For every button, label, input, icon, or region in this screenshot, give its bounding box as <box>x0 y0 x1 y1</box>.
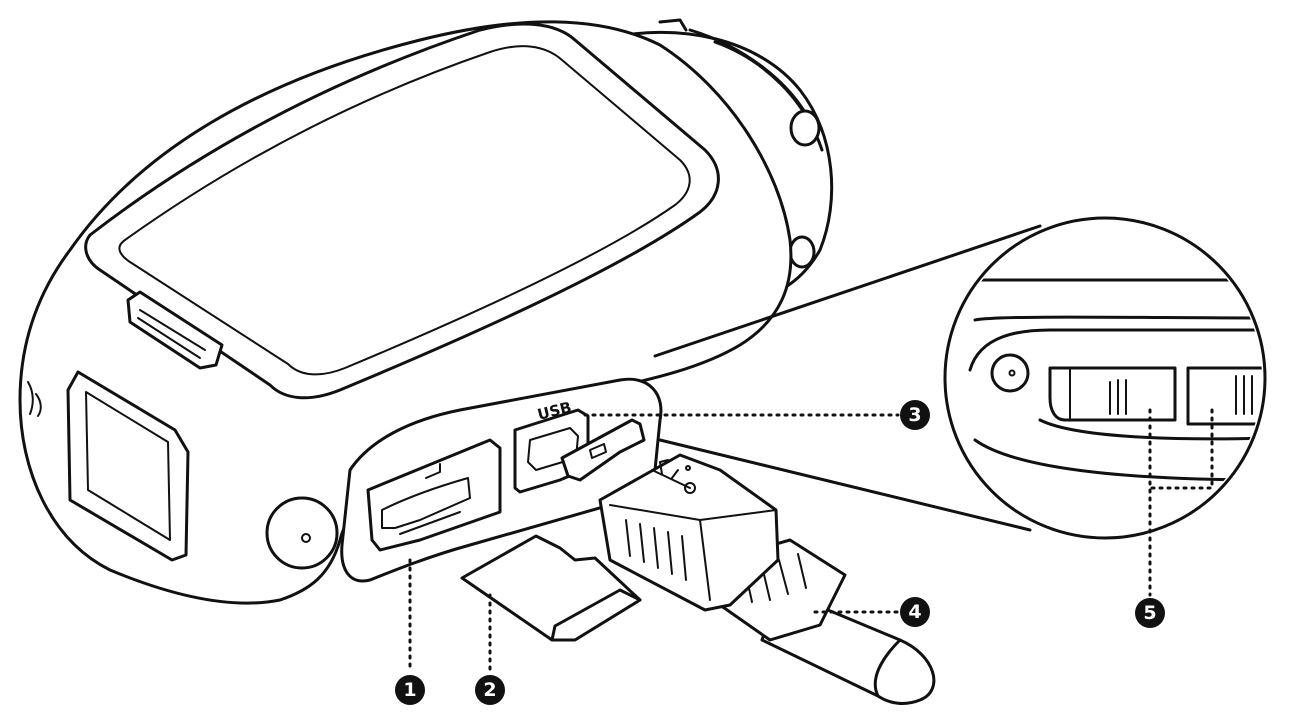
microsd-card <box>460 534 642 642</box>
badge-circle <box>1135 598 1165 628</box>
badge-label: 4 <box>908 601 921 623</box>
camera-body: USB <box>18 18 834 605</box>
badge-circle <box>475 675 505 705</box>
usb-cable <box>560 418 936 705</box>
badge-circle <box>900 400 930 430</box>
leader-5b <box>1150 408 1214 490</box>
callout-badge-4: 4 <box>900 597 930 627</box>
badge-label: 5 <box>1143 602 1156 624</box>
callout-badge-5: 5 <box>1135 598 1165 628</box>
callout-badge-1: 1 <box>395 675 425 705</box>
badge-label: 3 <box>908 404 921 426</box>
badge-circle <box>395 675 425 705</box>
badge-label: 1 <box>403 679 416 701</box>
badge-circle <box>900 597 930 627</box>
leader-lines <box>408 408 1214 672</box>
callout-badge-2: 2 <box>475 675 505 705</box>
callout-badge-3: 3 <box>900 400 930 430</box>
magnifier-callout <box>653 216 1267 540</box>
badge-label: 2 <box>483 679 496 701</box>
